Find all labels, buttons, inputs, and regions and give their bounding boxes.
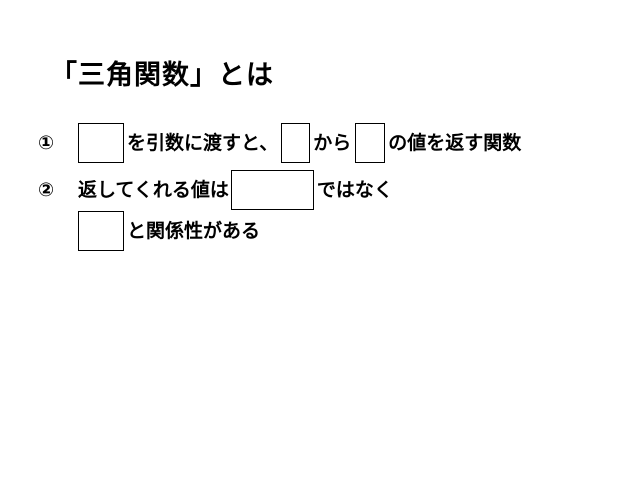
item-1-text-2: から <box>313 132 352 154</box>
item-2-text-2: ではなく <box>316 179 393 201</box>
blank-box-5 <box>78 211 124 251</box>
slide-title: 「三角関数」とは <box>50 60 274 91</box>
item-marker-1: ① <box>38 132 55 154</box>
definition-line-2: ② 返してくれる値は ではなく <box>38 170 393 210</box>
item-marker-2: ② <box>38 179 55 201</box>
blank-box-4 <box>230 170 314 210</box>
blank-box-3 <box>355 123 386 163</box>
definition-line-3: と関係性がある <box>78 211 260 251</box>
blank-box-1 <box>78 123 124 163</box>
item-1-text-3: の値を返す関数 <box>388 132 522 154</box>
item-1-text-1: を引数に渡すと、 <box>127 132 279 154</box>
blank-box-2 <box>281 123 311 163</box>
item-2-text-3: と関係性がある <box>127 220 261 242</box>
item-2-text-1: 返してくれる値は <box>78 179 229 201</box>
definition-line-1: ① を引数に渡すと、 から の値を返す関数 <box>38 123 521 163</box>
